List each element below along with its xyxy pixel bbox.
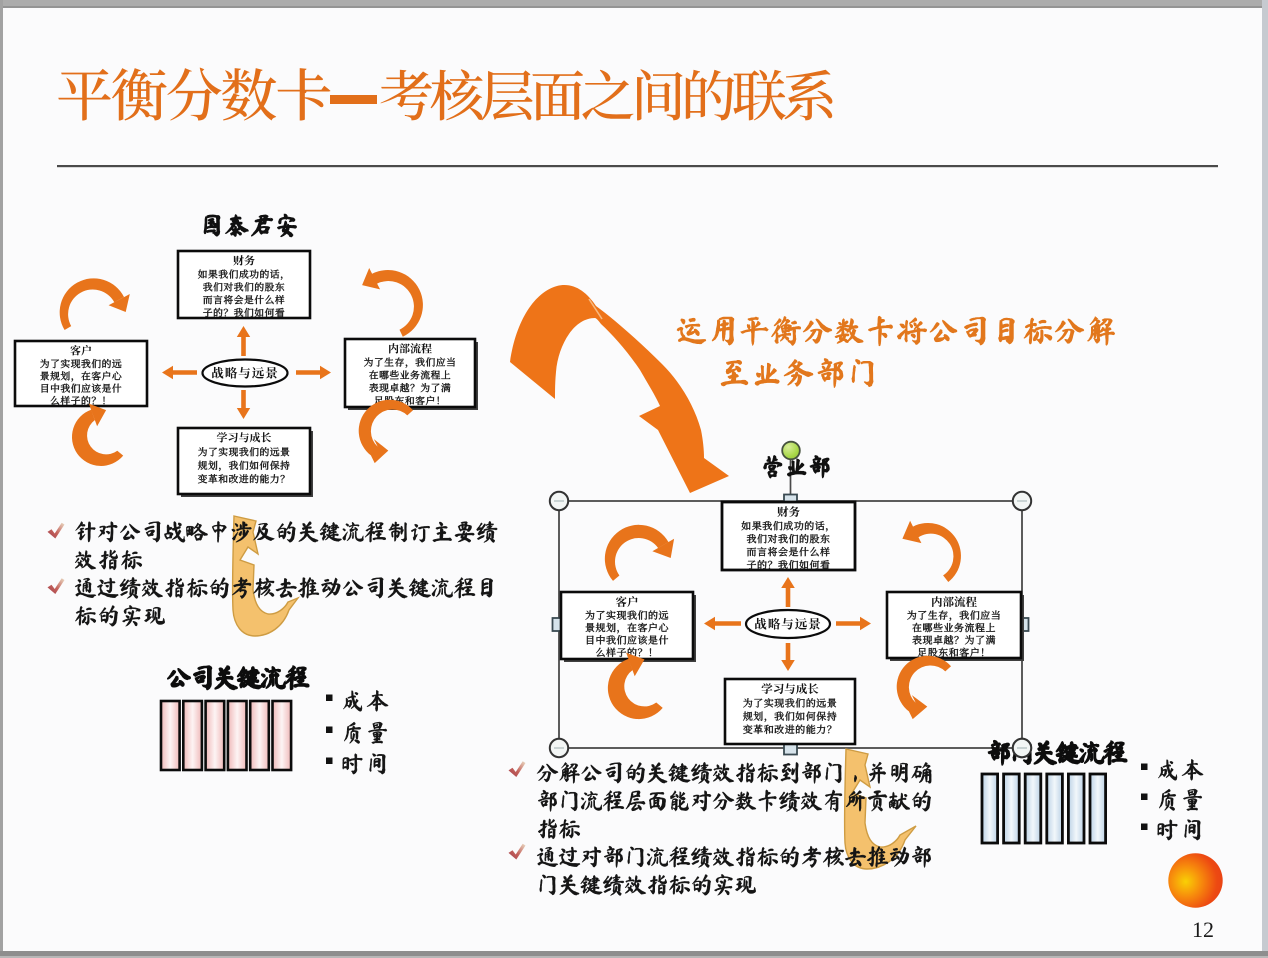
svg-text:12: 12: [1192, 917, 1214, 942]
